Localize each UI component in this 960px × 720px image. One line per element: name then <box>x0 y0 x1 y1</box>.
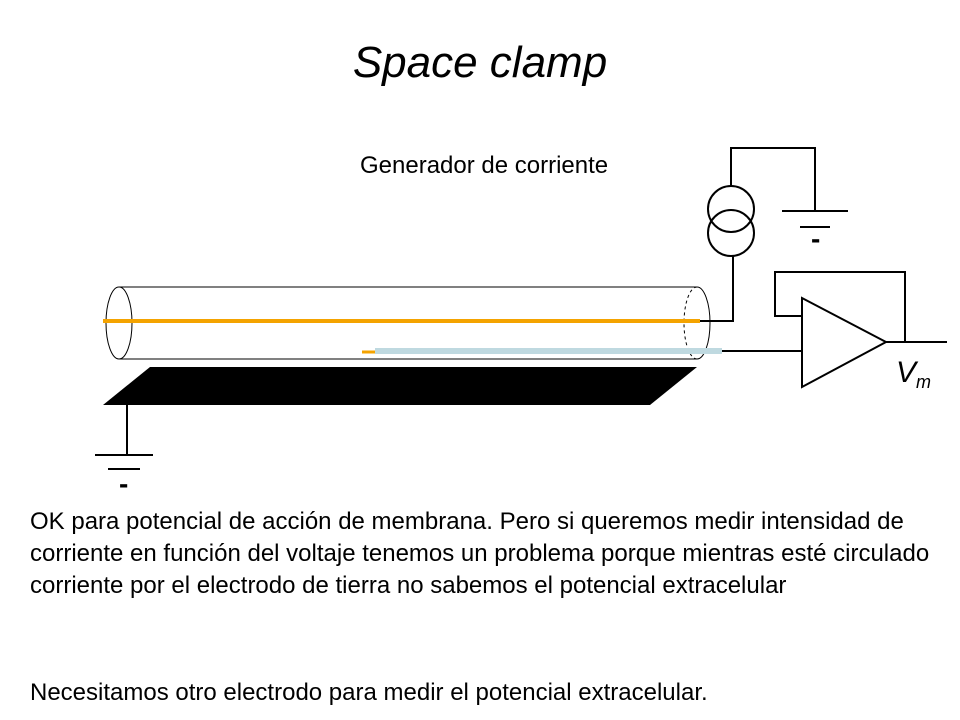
amplifier-icon <box>774 271 947 389</box>
vm-symbol: V <box>896 356 917 389</box>
generator-wire <box>700 255 734 322</box>
slide-title: Space clamp <box>352 38 608 87</box>
right-ground-symbol <box>730 147 848 228</box>
conclusion-paragraph: Necesitamos otro electrodo para medir el… <box>30 679 708 706</box>
left-ground-symbol <box>95 405 153 470</box>
vm-subscript: m <box>916 372 932 392</box>
ground-minus-right: - <box>811 223 821 254</box>
ground-plate <box>103 367 697 405</box>
current-generator-label: Generador de corriente <box>360 152 609 179</box>
vm-label: Vm <box>896 356 931 393</box>
ground-minus-left: - <box>119 468 129 499</box>
explanation-paragraph: OK para potencial de acción de membrana.… <box>30 508 930 599</box>
current-generator-icon <box>707 185 755 257</box>
